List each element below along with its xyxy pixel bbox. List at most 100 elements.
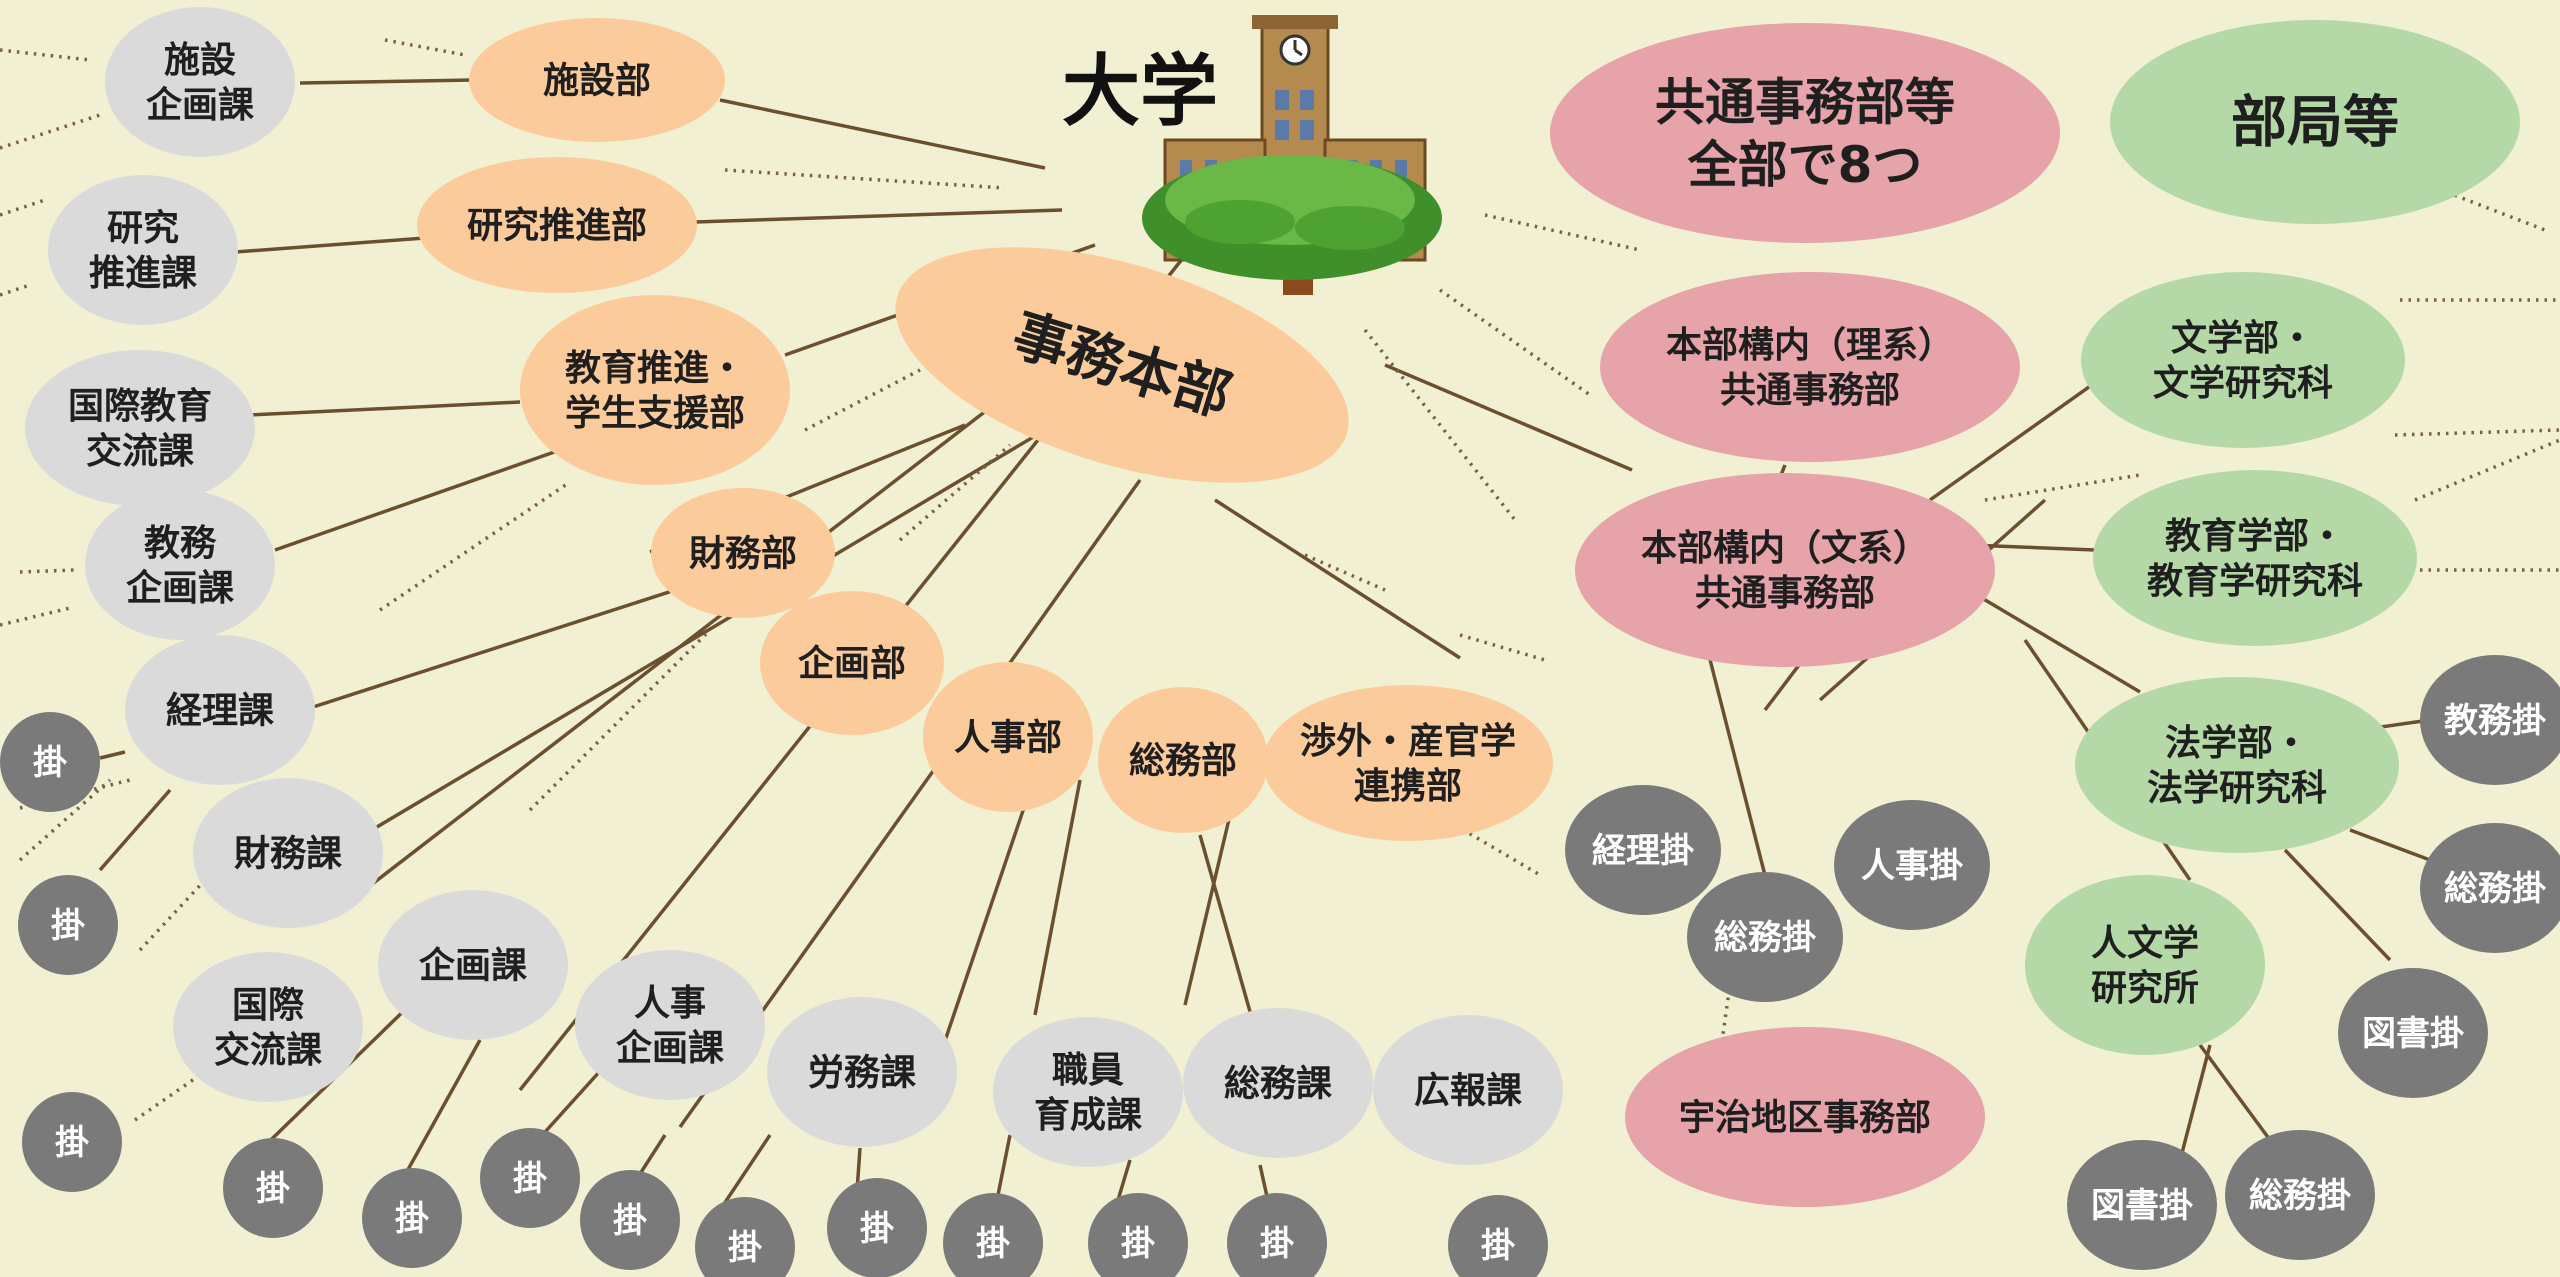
connector-line	[99, 750, 126, 760]
bukyoku-kakari-tosho: 図書掛	[2338, 968, 2488, 1098]
section-kokusai-koryu: 国際交流課	[173, 952, 363, 1102]
university-block: 大学	[1062, 15, 1442, 295]
connector-line-dotted	[0, 198, 46, 217]
dept-kenkyu-label: 研究推進部	[467, 206, 647, 247]
kakari-node-12-label: 掛	[1260, 1224, 1294, 1264]
kakari-node-2: 掛	[18, 875, 118, 975]
kyotsu-rikei-label: 本部構内（理系）共通事務部	[1666, 325, 1954, 411]
section-somu-label: 総務課	[1224, 1064, 1332, 1105]
university-tree-tower-icon	[1142, 15, 1442, 295]
bukyoku-jinbun-label: 人文学研究所	[2091, 922, 2199, 1009]
connector-line-dotted	[724, 168, 1006, 190]
kakari-node-8: 掛	[695, 1197, 795, 1277]
kakari-node-3-label: 掛	[55, 1123, 89, 1163]
kakari-node-10: 掛	[943, 1193, 1043, 1277]
section-romu: 労務課	[767, 997, 957, 1147]
connector-line-dotted	[1459, 633, 1546, 662]
dept-shogai: 渉外・産官学連携部	[1263, 685, 1553, 841]
bukyoku-kakari-somu: 総務掛	[2420, 823, 2560, 953]
kakari-node-11: 掛	[1088, 1193, 1188, 1277]
connector-line	[1183, 814, 1232, 1006]
section-kenkyu-suishin-label: 研究推進課	[89, 208, 197, 294]
connector-line	[694, 208, 1063, 224]
section-romu-label: 労務課	[808, 1053, 916, 1094]
bukyoku-hogaku: 法学部・法学研究科	[2075, 677, 2399, 853]
dept-shisetsu-label: 施設部	[543, 61, 651, 102]
bukyoku-kyoiku: 教育学部・教育学研究科	[2093, 470, 2417, 646]
bukyoku-bungaku-label: 文学部・文学研究科	[2153, 317, 2333, 404]
kakari-node-10-label: 掛	[976, 1224, 1010, 1264]
connector-line-dotted	[1304, 553, 1386, 592]
dept-zaimu-label: 財務部	[689, 534, 797, 575]
connector-line	[1969, 543, 2096, 552]
bukyoku-hogaku-label: 法学部・法学研究科	[2147, 722, 2327, 809]
section-zaimu-label: 財務課	[234, 834, 342, 875]
bunkei-kakari-somu-label: 総務掛	[1714, 918, 1816, 958]
section-shisetsu-kikaku: 施設企画課	[105, 7, 295, 157]
kakari-node-13: 掛	[1448, 1195, 1548, 1277]
bukyoku-header-label: 部局等	[2231, 91, 2399, 156]
kakari-node-6: 掛	[480, 1128, 580, 1228]
connector-line-dotted	[0, 113, 101, 150]
bunkei-kakari-jinji: 人事掛	[1834, 800, 1990, 930]
kyotsu-header: 共通事務部等全部で8つ	[1550, 23, 2060, 243]
connector-line	[2349, 828, 2431, 862]
bukyoku-header: 部局等	[2110, 20, 2520, 224]
connector-line-dotted	[1484, 213, 1641, 252]
section-zaimu: 財務課	[193, 778, 383, 928]
connector-line	[1214, 498, 1461, 660]
kyotsu-rikei: 本部構内（理系）共通事務部	[1600, 272, 2020, 462]
bukyoku-jinbun: 人文学研究所	[2025, 875, 2265, 1055]
kyotsu-bunkei: 本部構内（文系）共通事務部	[1575, 473, 1995, 667]
kakari-node-12: 掛	[1227, 1193, 1327, 1277]
connector-line	[403, 1039, 482, 1176]
bukyoku-kakari-tosho-label: 図書掛	[2362, 1014, 2464, 1054]
connector-line-dotted	[1363, 328, 1517, 522]
connector-line	[354, 431, 1041, 842]
kakari-node-9-label: 掛	[860, 1209, 894, 1249]
kakari-node-8-label: 掛	[728, 1228, 762, 1268]
connector-line	[1959, 583, 2141, 694]
bukyoku-kakari-kyomu-label: 教務掛	[2444, 701, 2546, 741]
section-kikaku-label: 企画課	[419, 945, 527, 987]
connector-line-dotted	[384, 38, 466, 57]
connector-line-dotted	[19, 568, 76, 574]
section-shokuin: 職員育成課	[993, 1017, 1183, 1167]
kakari-node-5: 掛	[362, 1168, 462, 1268]
connector-line	[2198, 1043, 2272, 1142]
connector-line	[1033, 779, 1082, 1016]
dept-shisetsu: 施設部	[469, 18, 725, 142]
kakari-node-7-label: 掛	[613, 1201, 647, 1241]
connector-line-dotted	[2394, 428, 2560, 437]
bukyoku-bungaku: 文学部・文学研究科	[2081, 272, 2405, 448]
kakari-node-7: 掛	[580, 1170, 680, 1270]
section-kyomu-kikaku: 教務企画課	[85, 490, 275, 640]
kakari-node-11-label: 掛	[1121, 1224, 1155, 1264]
connector-line-dotted	[379, 480, 571, 612]
kakari-node-4: 掛	[223, 1138, 323, 1238]
connector-line	[234, 236, 426, 254]
kyotsu-uji-label: 宇治地区事務部	[1679, 1098, 1931, 1139]
dept-kikaku: 企画部	[760, 591, 944, 735]
bunkei-kakari-keiri-label: 経理掛	[1592, 831, 1694, 871]
dept-kyoiku-label: 教育推進・学生支援部	[565, 348, 745, 434]
connector-line	[2283, 848, 2392, 962]
section-kyomu-kikaku-label: 教務企画課	[126, 523, 234, 609]
section-jinji-kikaku: 人事企画課	[575, 950, 765, 1100]
section-koho-label: 広報課	[1414, 1071, 1522, 1112]
connector-line-dotted	[1984, 473, 2141, 502]
connector-line-dotted	[138, 878, 207, 952]
kyotsu-uji: 宇治地区事務部	[1625, 1027, 1985, 1207]
section-shokuin-label: 職員育成課	[1034, 1050, 1142, 1136]
dept-jinji-label: 人事部	[954, 718, 1062, 759]
section-shisetsu-kikaku-label: 施設企画課	[146, 40, 254, 126]
section-kenkyu-suishin: 研究推進課	[48, 175, 238, 325]
connector-line	[1928, 370, 2112, 502]
connector-line-dotted	[2414, 178, 2546, 232]
section-keiri-label: 経理課	[166, 691, 274, 732]
kakari-node-3: 掛	[22, 1092, 122, 1192]
connector-line	[719, 98, 1046, 170]
connector-line	[928, 789, 1032, 1086]
connector-line	[1384, 363, 1633, 472]
